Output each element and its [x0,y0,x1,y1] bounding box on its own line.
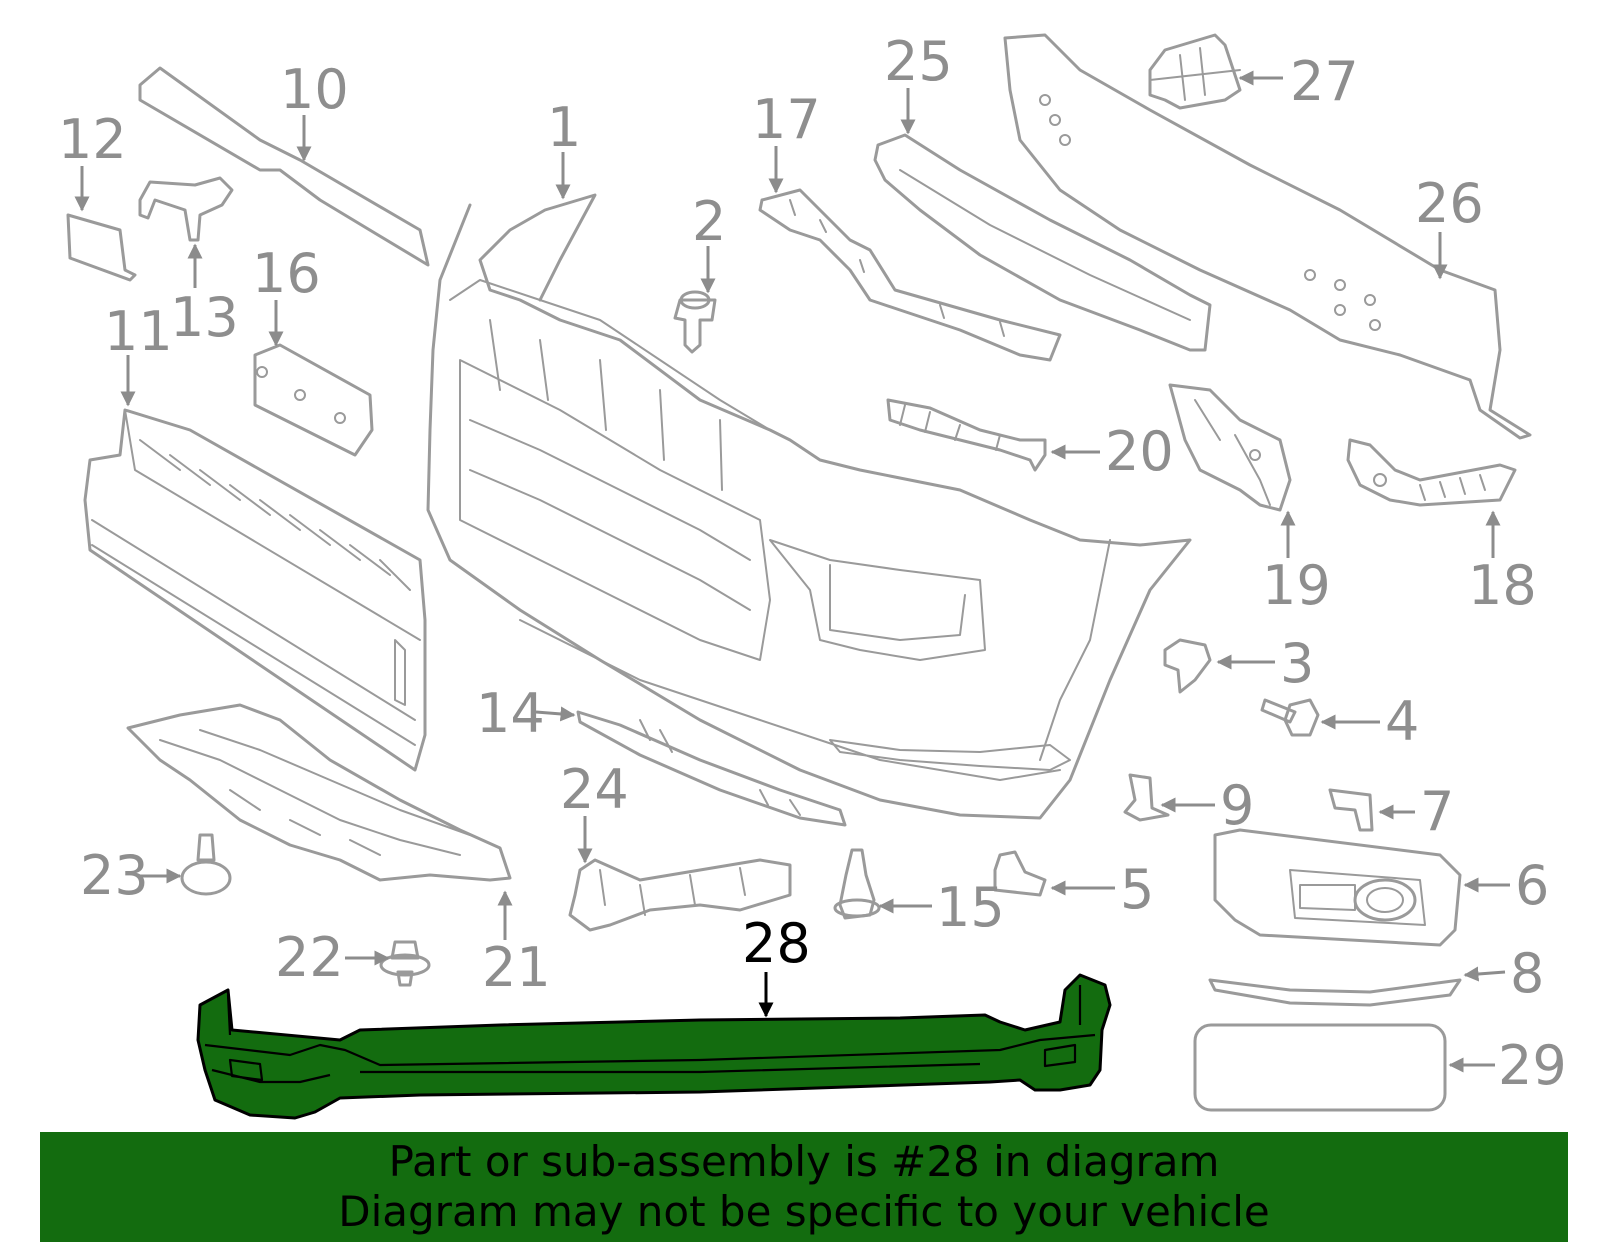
banner-line-2: Diagram may not be specific to your vehi… [338,1187,1270,1236]
callout-11: 11 [104,300,173,363]
part-26-impact-bar [1003,33,1532,440]
part-1-bumper-cover [426,193,1192,820]
part-3-bracket [1163,638,1212,694]
callout-28: 28 [742,912,811,975]
banner-line-1: Part or sub-assembly is #28 in diagram [388,1137,1220,1186]
part-16-plate-bracket [253,343,374,457]
callout-24: 24 [560,758,629,821]
callout-19: 19 [1262,554,1331,617]
part-18-side-bracket [1346,438,1517,507]
part-8-trim [1208,978,1462,1007]
callout-9: 9 [1220,774,1254,837]
callout-8: 8 [1510,942,1544,1005]
callout-4: 4 [1385,690,1419,753]
part-25-reinforcement [873,133,1212,352]
part-24-absorber [568,858,792,932]
callout-1: 1 [547,96,581,159]
callout-29: 29 [1498,1034,1567,1097]
callout-26: 26 [1415,172,1484,235]
part-20-bracket [886,398,1047,472]
part-19-bracket [1168,383,1292,512]
callout-3: 3 [1280,632,1314,695]
part-27-bracket [1148,33,1242,110]
callout-6: 6 [1515,854,1549,917]
callout-2: 2 [692,190,726,253]
callout-20: 20 [1105,420,1174,483]
callout-14: 14 [476,682,545,745]
part-7-clip [1328,788,1374,832]
part-28-lower-spoiler [196,973,1112,1120]
callout-25: 25 [884,30,953,93]
callout-labels: 1 2 3 4 5 6 7 8 9 10 11 12 13 14 15 16 1… [58,30,1567,1097]
part-12-cap [66,213,137,282]
callout-17: 17 [752,88,821,151]
part-2-clip [673,290,717,354]
part-13-bracket [138,176,234,242]
callout-23: 23 [80,844,149,907]
callout-18: 18 [1468,554,1537,617]
callout-16: 16 [252,242,321,305]
part-14-lower-trim [576,710,847,827]
callout-27: 27 [1290,50,1359,113]
leader-lines [74,70,1510,1073]
callout-22: 22 [275,926,344,989]
callout-10: 10 [280,58,349,121]
part-29-cover [1193,1023,1447,1112]
part-9-clip [1123,773,1170,822]
callout-21: 21 [482,936,551,999]
callout-13: 13 [170,286,239,349]
callout-15: 15 [936,876,1005,939]
part-23-bolt [180,833,232,896]
part-21-splash-shield [126,703,512,882]
callout-5: 5 [1120,858,1154,921]
part-5-clip [993,850,1047,897]
part-4-bolt [1260,698,1320,737]
part-10-molding [138,66,430,267]
part-15-clip [833,848,881,920]
part-17-retainer [758,188,1062,362]
callout-12: 12 [58,108,127,171]
part-6-fog-bezel [1213,828,1462,947]
part-11-grille [83,408,427,772]
part-22-clip [379,940,431,987]
callout-7: 7 [1420,780,1454,843]
info-banner: Part or sub-assembly is #28 in diagram D… [40,1132,1568,1242]
